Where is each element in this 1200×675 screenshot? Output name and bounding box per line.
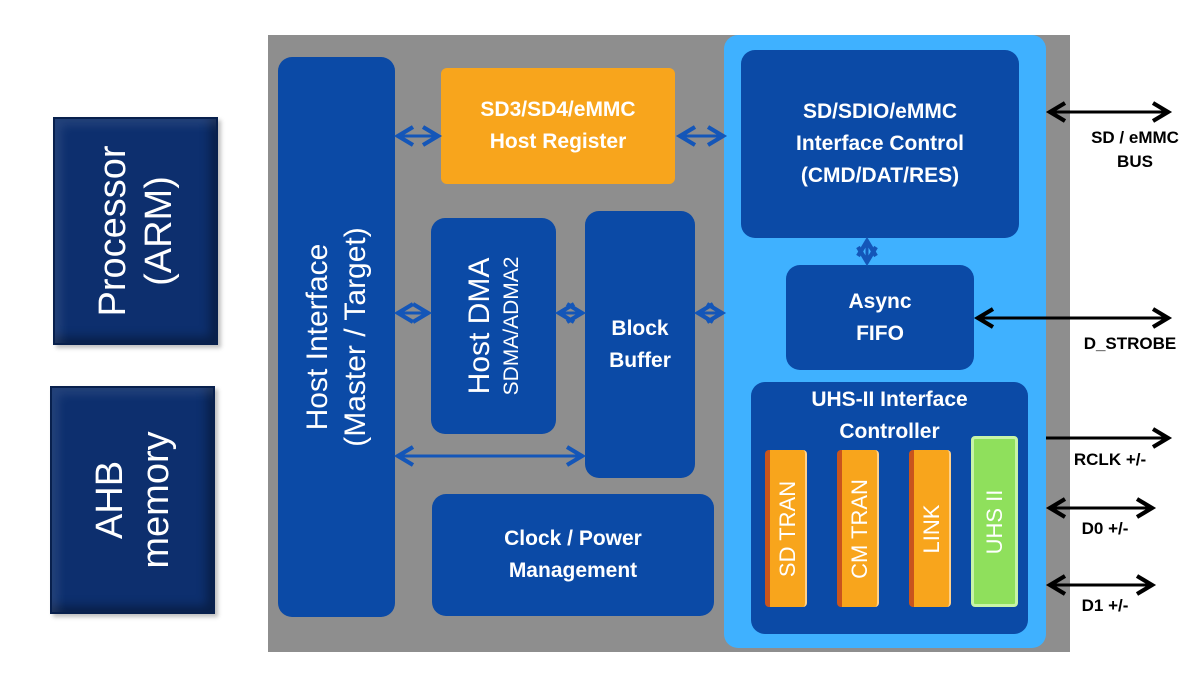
cm-tran-layer: CM TRAN <box>837 450 879 607</box>
interface-control-line2: Interface Control <box>795 132 965 155</box>
memory-box: AHB memory <box>50 386 215 614</box>
d1-label: D1 +/- <box>1060 594 1150 618</box>
d0-text: D0 +/- <box>1081 519 1129 538</box>
uhs-controller-line1: UHS-II Interface <box>811 388 968 411</box>
link-layer: LINK <box>909 450 951 607</box>
interface-control-line3: (CMD/DAT/RES) <box>800 164 960 187</box>
host-register-line2: Host Register <box>489 130 627 153</box>
d-strobe-label: D_STROBE <box>1065 332 1195 356</box>
rclk-text: RCLK +/- <box>1073 450 1147 469</box>
async-fifo-block: Async FIFO <box>786 265 974 370</box>
sd-bus-line2: BUS <box>1117 152 1153 171</box>
async-fifo-line2: FIFO <box>856 321 904 345</box>
block-buffer-line2: Buffer <box>609 348 671 372</box>
sd-bus-label: SD / eMMC BUS <box>1070 126 1200 174</box>
async-fifo-line1: Async <box>848 289 912 313</box>
clock-power-line1: Clock / Power <box>504 527 642 550</box>
sd-bus-line1: SD / eMMC <box>1091 128 1179 147</box>
block-buffer-line1: Block <box>611 316 669 340</box>
sd-tran-layer: SD TRAN <box>765 450 807 607</box>
uhs-controller-line2: Controller <box>839 420 940 443</box>
host-register-block: SD3/SD4/eMMC Host Register <box>441 68 675 184</box>
uhs-ii-layer: UHS II <box>971 436 1018 607</box>
interface-control-block: SD/SDIO/eMMC Interface Control (CMD/DAT/… <box>741 50 1019 238</box>
rclk-label: RCLK +/- <box>1055 448 1165 472</box>
d-strobe-text: D_STROBE <box>1083 334 1177 353</box>
host-register-line1: SD3/SD4/eMMC <box>480 98 636 121</box>
block-buffer-block: Block Buffer <box>585 211 695 478</box>
host-dma-block: Host DMA SDMA/ADMA2 <box>431 218 556 434</box>
d1-text: D1 +/- <box>1081 596 1129 615</box>
uhs-controller-title: UHS-II Interface Controller <box>811 382 967 448</box>
d0-label: D0 +/- <box>1060 517 1150 541</box>
host-interface-block: Host Interface (Master / Target) <box>278 57 395 617</box>
interface-control-line1: SD/SDIO/eMMC <box>802 100 957 123</box>
clock-power-line2: Management <box>508 559 638 582</box>
processor-box: Processor (ARM) <box>53 117 218 345</box>
clock-power-block: Clock / Power Management <box>432 494 714 616</box>
